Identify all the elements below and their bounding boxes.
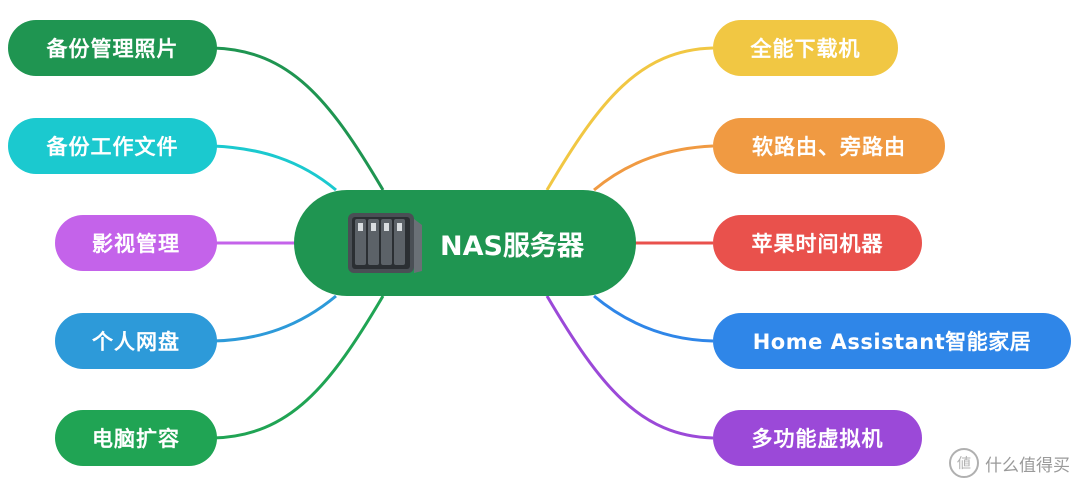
edge-backup-files	[212, 144, 337, 192]
node-time-machine[interactable]: 苹果时间机器	[713, 215, 922, 271]
edge-backup-photos	[212, 46, 385, 191]
node-backup-photos[interactable]: 备份管理照片	[8, 20, 217, 76]
edge-home-assistant	[593, 294, 714, 343]
center-label: NAS服务器	[440, 230, 584, 262]
edge-vm	[545, 295, 714, 440]
nas-device-icon	[348, 213, 423, 273]
edge-downloader	[545, 46, 714, 191]
node-virtual-machine[interactable]: 多功能虚拟机	[713, 410, 922, 466]
smzdm-logo-icon: 値	[949, 448, 979, 478]
edge-router	[593, 144, 714, 192]
node-personal-disk[interactable]: 个人网盘	[55, 313, 217, 369]
edge-pc-expand	[212, 295, 385, 440]
edge-personal-disk	[212, 294, 337, 343]
node-soft-router[interactable]: 软路由、旁路由	[713, 118, 945, 174]
node-media-management[interactable]: 影视管理	[55, 215, 217, 271]
center-node[interactable]: NAS服务器	[294, 190, 636, 296]
watermark-text: 什么值得买	[985, 455, 1070, 476]
node-downloader[interactable]: 全能下载机	[713, 20, 898, 76]
node-home-assistant[interactable]: Home Assistant智能家居	[713, 313, 1071, 369]
node-backup-files[interactable]: 备份工作文件	[8, 118, 217, 174]
watermark: 値 什么值得买	[949, 448, 1070, 478]
node-pc-expansion[interactable]: 电脑扩容	[55, 410, 217, 466]
